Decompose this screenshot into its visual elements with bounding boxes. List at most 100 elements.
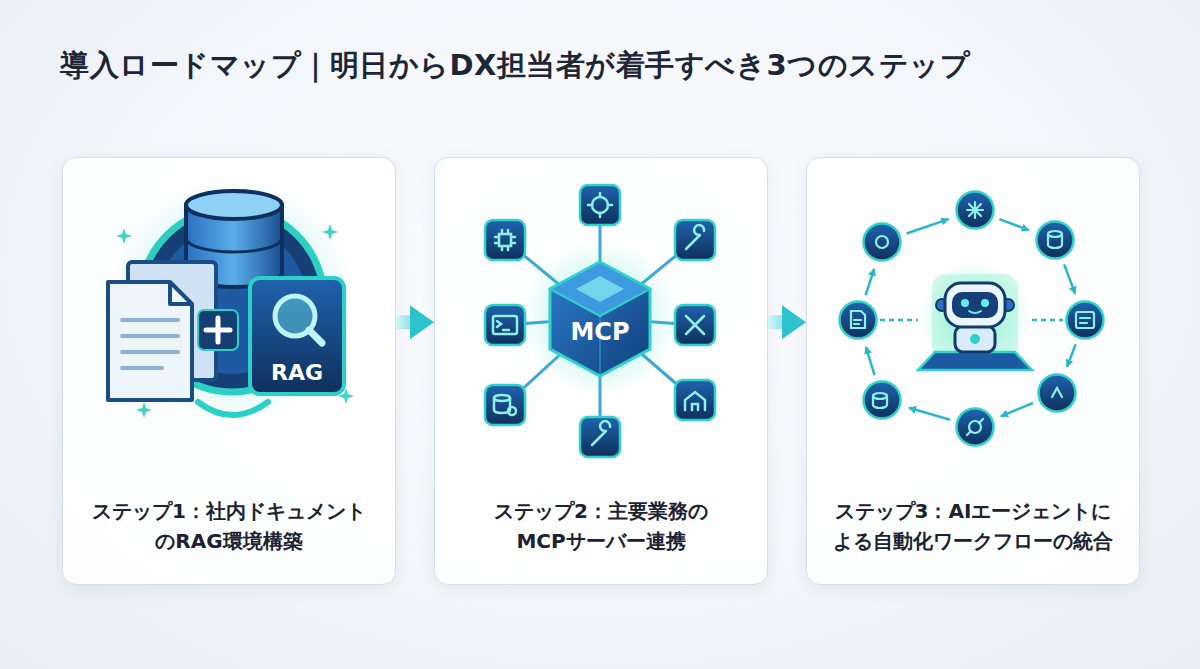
db-glyph (494, 395, 510, 401)
hub-cube-light (576, 276, 624, 302)
diagram-title: 導入ロードマップ｜明日からDX担当者が着手すべき3つのステップ (60, 46, 970, 86)
cycle-arrow (866, 347, 875, 375)
icon-tile (675, 305, 715, 345)
tile-glyphs (493, 193, 705, 445)
icon-caption: RAG (271, 360, 323, 385)
db-glyph-body (1048, 234, 1062, 248)
db-glyph-body (873, 396, 887, 408)
link-glyph (969, 421, 981, 433)
database-band (186, 238, 282, 252)
robot-core (970, 334, 980, 344)
cycle-arrow (866, 269, 875, 295)
robot-ear (936, 299, 948, 311)
agent-glow (920, 262, 1030, 372)
chip-pins (495, 230, 515, 250)
icon-orb (1037, 222, 1074, 259)
rag-illustration (108, 178, 354, 422)
network-glyph (967, 202, 983, 218)
ring-inner (158, 226, 306, 374)
doc-glyph (851, 311, 865, 328)
robot-head (945, 283, 1005, 327)
cycle-arrow (999, 219, 1028, 230)
cycle-arrow (909, 408, 950, 420)
robot-body (955, 326, 995, 352)
cycle-arrow (1067, 344, 1076, 367)
robot-ear (1002, 299, 1014, 311)
document-back (128, 262, 216, 380)
icon-orb (1039, 375, 1076, 412)
icon-tile (675, 380, 715, 420)
search-box (250, 278, 344, 394)
hub-wires (505, 205, 695, 437)
icon-tile (485, 385, 525, 425)
sparkle (338, 388, 354, 404)
icon-tile (485, 220, 525, 260)
plus-box (198, 310, 238, 350)
icon-orb (957, 409, 994, 446)
hub-cube (550, 262, 650, 376)
flow-arrow (768, 315, 806, 329)
gear-glyph (592, 197, 608, 213)
step-label: ステップ1：社内ドキュメント のRAG環境構築 (63, 496, 395, 556)
plus-sign (206, 318, 230, 342)
icon-tile (580, 185, 620, 225)
icon-orb (1067, 302, 1104, 339)
orb-glyphs (851, 202, 1094, 435)
robot-smile (969, 311, 981, 313)
document-front (108, 282, 192, 400)
db-glyph (873, 393, 887, 399)
chip-glyph (499, 234, 511, 246)
magnifier-handle (309, 330, 322, 343)
cycle-arrows (866, 219, 1076, 420)
robot-eye (981, 299, 989, 307)
search-glyph (508, 407, 516, 415)
building-glyph (685, 392, 705, 410)
agent-links (880, 319, 1063, 322)
database-body (186, 205, 282, 287)
wrench-glyph (592, 421, 610, 445)
window-lines (1080, 318, 1090, 323)
icon-orb (864, 382, 901, 419)
icon-tile (580, 417, 620, 457)
magnifier-lens (275, 296, 315, 336)
icon-caption: MCP (570, 318, 629, 346)
mcp-illustration (485, 185, 715, 457)
robot-eye (961, 299, 969, 307)
sparkle (116, 228, 132, 244)
flow-arrow (396, 315, 434, 329)
document-fold (170, 282, 192, 304)
step-card: ステップ1：社内ドキュメント のRAG環境構築 (62, 157, 396, 585)
link-glyph-ends (967, 419, 983, 435)
window-glyph (1076, 312, 1094, 328)
db-glyph (1048, 231, 1062, 237)
document-lines (122, 320, 178, 368)
flow-curve (198, 402, 268, 415)
agent-glow-square (932, 274, 1018, 360)
agent-platform (918, 352, 1032, 370)
icon-tile (675, 220, 715, 260)
database-top (186, 191, 282, 219)
wrench-glyph (686, 225, 704, 249)
agent-illustration (840, 192, 1104, 446)
terminal-glyph (493, 316, 517, 334)
hub-cube-top (550, 262, 650, 316)
glow (522, 240, 678, 396)
gear-glyph (876, 236, 888, 248)
icon-tile (485, 305, 525, 345)
gear-teeth (588, 193, 612, 217)
icon-orb (864, 224, 901, 261)
cycle-arrow (907, 219, 949, 233)
icon-orb (840, 302, 877, 339)
hub-cube-edge (599, 316, 601, 376)
sparkle (322, 224, 338, 240)
step-label: ステップ3：AIエージェントに よる自動化ワークフローの統合 (807, 496, 1139, 556)
step-card: ステップ2：主要業務の MCPサーバー連携 (434, 157, 768, 585)
step-card: ステップ3：AIエージェントに よる自動化ワークフローの統合 (806, 157, 1140, 585)
cycle-arrow (1064, 264, 1075, 293)
glow (110, 178, 354, 422)
